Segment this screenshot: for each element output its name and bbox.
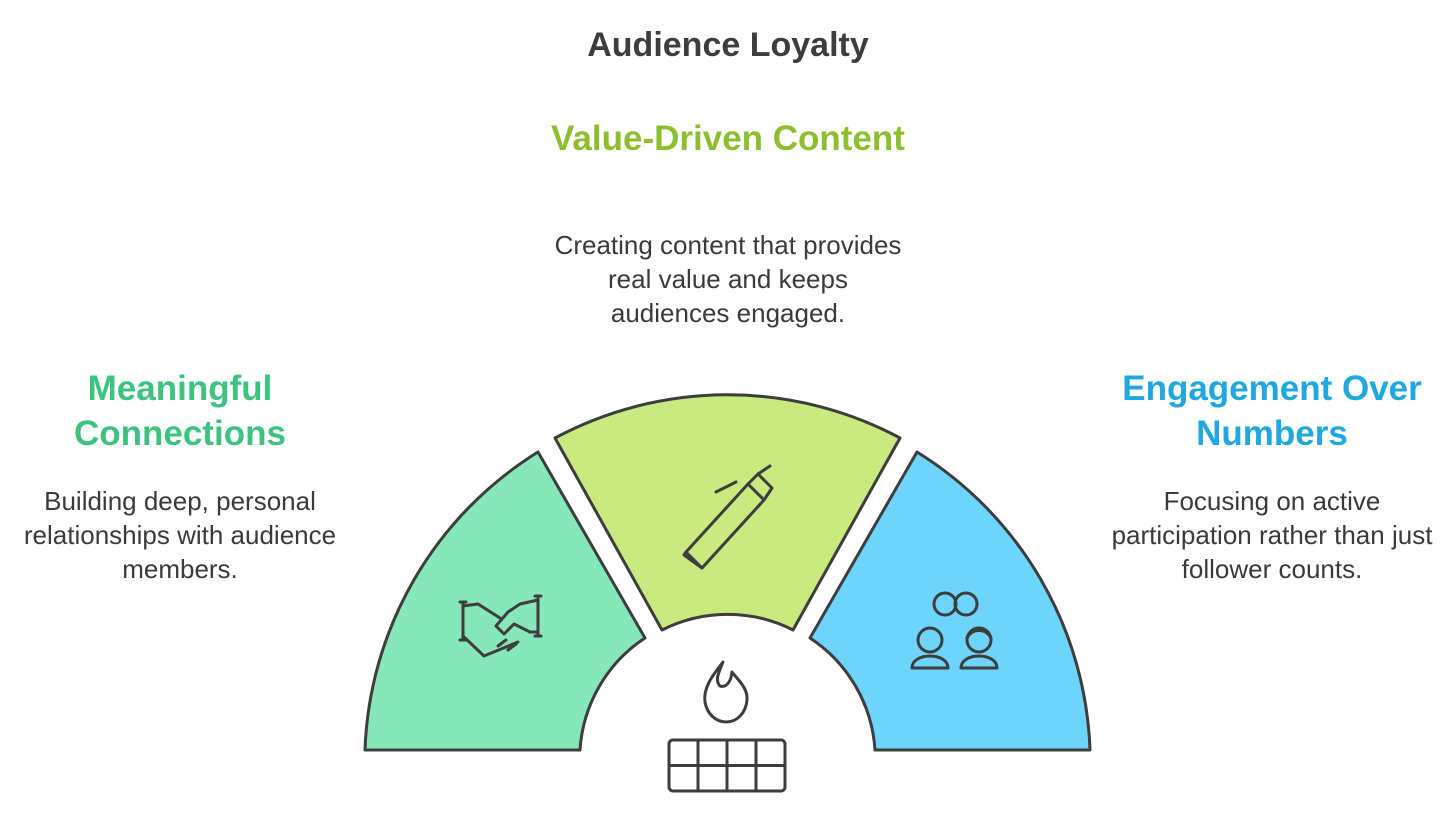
segment-engagement-over-numbers bbox=[808, 450, 1092, 752]
description-engagement-over-numbers: Focusing on active participation rather … bbox=[1111, 486, 1433, 584]
description-value-driven-content: Creating content that provides real valu… bbox=[554, 230, 902, 328]
heading-value-driven-content: Value-Driven Content bbox=[551, 119, 905, 158]
flame-on-grid-icon bbox=[667, 660, 787, 793]
segment-meaningful-connections bbox=[363, 450, 647, 752]
linked-people-icon bbox=[910, 591, 999, 670]
description-meaningful-connections: Building deep, personal relationships wi… bbox=[23, 486, 337, 584]
heading-engagement-over-numbers: Engagement Over Numbers bbox=[1122, 369, 1422, 453]
diagram-title: Audience Loyalty bbox=[587, 26, 869, 64]
pen-icon bbox=[682, 464, 774, 570]
segment-value-driven-content bbox=[553, 393, 902, 632]
handshake-icon bbox=[458, 594, 543, 658]
heading-meaningful-connections: Meaningful Connections bbox=[74, 369, 286, 453]
